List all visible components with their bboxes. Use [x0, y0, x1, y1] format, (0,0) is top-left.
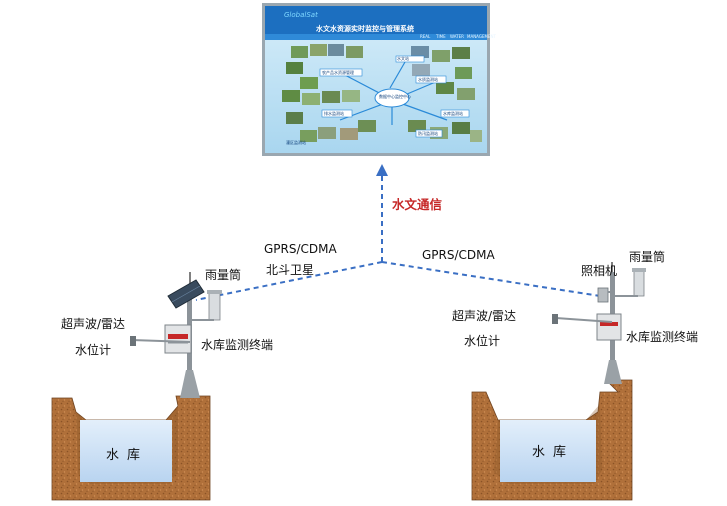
screen-title: 水文水资源实时监控与管理系统 — [316, 25, 414, 33]
right-terminal-box — [596, 313, 622, 341]
screen-sub-0: REAL — [420, 34, 431, 39]
screen-node-2: 水质监测站 — [418, 77, 438, 82]
screen-node-0: 水文站 — [397, 56, 409, 61]
screen-thumbnails — [282, 44, 482, 142]
uplink-arrowhead — [376, 164, 388, 176]
left-station — [51, 272, 222, 501]
left-link-line — [195, 261, 383, 301]
right-camera — [597, 287, 609, 303]
left-terminal-label: 水库监测终端 — [201, 338, 274, 352]
right-rain-gauge-label: 雨量筒 — [629, 250, 666, 264]
comm-links — [195, 176, 601, 301]
left-network-line2: 北斗卫星 — [266, 263, 315, 277]
right-level-meter-label-1: 超声波/雷达 — [452, 309, 517, 323]
right-network-line1: GPRS/CDMA — [422, 248, 495, 262]
right-rain-gauge — [633, 269, 645, 297]
left-level-meter-label-1: 超声波/雷达 — [61, 317, 126, 331]
screen-node-5: 防汛监测站 — [418, 131, 438, 136]
screen-sub-2: WATER — [450, 34, 464, 39]
monitor-screen — [262, 3, 490, 156]
right-level-sensor — [552, 314, 558, 324]
right-station — [471, 262, 646, 501]
left-level-sensor — [130, 336, 136, 346]
screen-sub-3: MANAGEMENT — [467, 34, 496, 39]
left-reservoir-water — [80, 420, 172, 482]
left-reservoir-label: 水库 — [106, 448, 149, 463]
left-network-line1: GPRS/CDMA — [264, 242, 337, 256]
screen-node-1: 农产品水资源管理 — [322, 70, 354, 75]
data-center-node — [374, 88, 410, 108]
right-reservoir-label: 水库 — [532, 445, 575, 460]
left-rain-gauge — [208, 291, 221, 321]
left-level-meter-label-2: 水位计 — [75, 343, 112, 357]
screen-sub-1: TIME — [436, 34, 446, 39]
right-camera-label: 照相机 — [581, 264, 618, 278]
right-level-meter-label-2: 水位计 — [464, 334, 501, 348]
screen-node-6: 灌区监测站 — [286, 140, 306, 145]
screen-node-4: 排水监测站 — [324, 111, 344, 116]
right-terminal-label: 水库监测终端 — [626, 330, 699, 344]
screen-node-3: 水库监测站 — [443, 111, 463, 116]
right-link-line — [381, 261, 601, 297]
link-label: 水文通信 — [392, 197, 443, 212]
screen-logo: GlobalSat — [284, 11, 318, 19]
screen-center-node-label: 数据中心监控中心 — [379, 94, 411, 99]
left-rain-gauge-label: 雨量筒 — [205, 268, 242, 282]
right-reservoir-water — [500, 420, 596, 482]
